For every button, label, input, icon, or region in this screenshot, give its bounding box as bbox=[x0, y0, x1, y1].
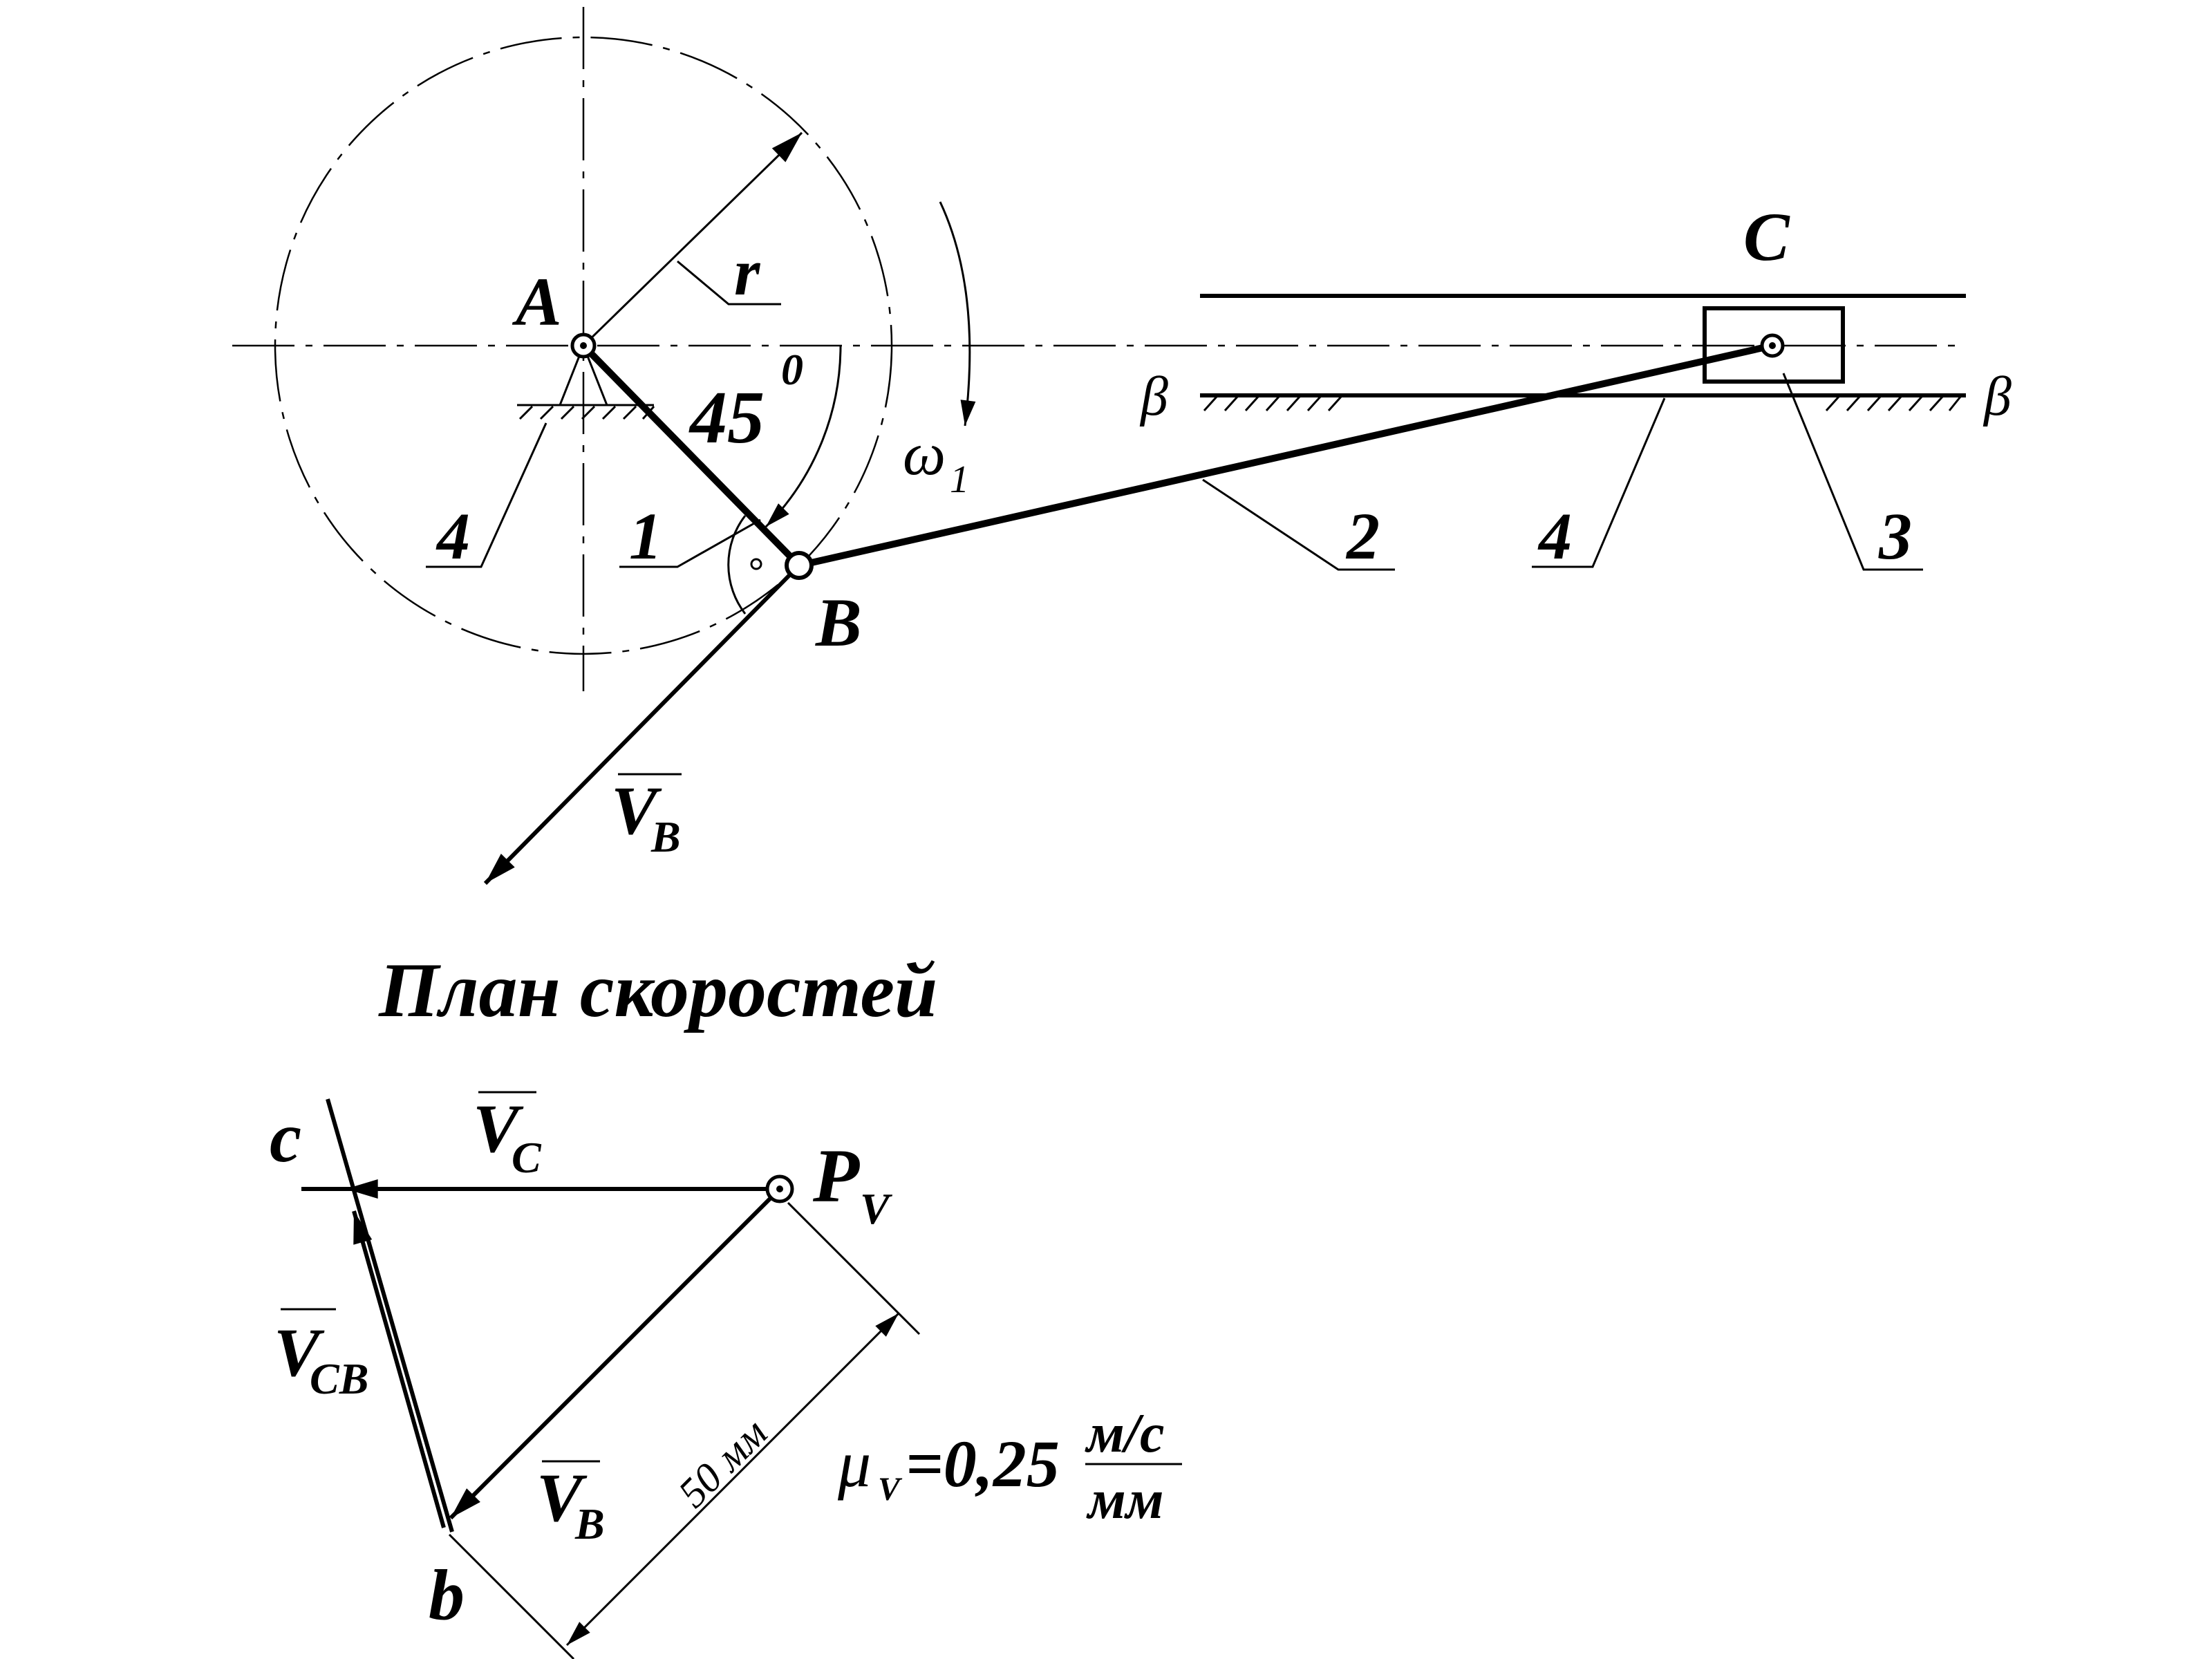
velocity-plan: V C V CB V B P V c b 50 мм μ V =0,25 м/с bbox=[270, 1090, 1182, 1659]
frame-right-leader bbox=[1532, 397, 1666, 568]
rod-leader bbox=[1202, 478, 1395, 571]
scale-value: =0,25 bbox=[906, 1427, 1060, 1501]
frame-left-label: 4 bbox=[435, 499, 470, 573]
beta-left: β bbox=[1139, 366, 1168, 427]
omega-subscript: 1 bbox=[950, 458, 969, 501]
omega-arrow bbox=[939, 201, 976, 427]
vb-subscript: B bbox=[650, 812, 681, 861]
omega-symbol: ω bbox=[903, 421, 946, 488]
dimension-extension-bottom bbox=[448, 1533, 575, 1659]
scale-denominator: мм bbox=[1086, 1470, 1164, 1530]
crank-ab bbox=[581, 343, 802, 568]
joint-b bbox=[785, 551, 814, 580]
guide-hatching-right bbox=[1825, 395, 1962, 412]
right-angle-arc bbox=[727, 515, 747, 615]
radius-r-label: r bbox=[734, 235, 761, 309]
slider-label: 3 bbox=[1878, 499, 1912, 573]
mechanism: r 4 A 45 0 1 ω 1 bbox=[232, 7, 2012, 885]
frame-left-leader bbox=[426, 422, 547, 568]
connecting-rod-bc bbox=[798, 342, 1774, 569]
rod-label: 2 bbox=[1345, 499, 1380, 573]
radius-r-arrow bbox=[582, 131, 803, 347]
angle-45-label: 45 bbox=[688, 377, 765, 459]
vb-vector bbox=[483, 563, 801, 885]
beta-right: β bbox=[1983, 366, 2012, 427]
vb-plan-subscript: B bbox=[574, 1499, 605, 1548]
vcb-subscript: CB bbox=[310, 1354, 368, 1403]
velocity-plan-title: План скоростей bbox=[378, 948, 937, 1033]
point-c-plan-label: c bbox=[270, 1098, 301, 1177]
point-c-label: C bbox=[1743, 198, 1790, 275]
frame-right-label: 4 bbox=[1537, 499, 1572, 573]
angle-45-arc bbox=[765, 345, 842, 528]
slider-leader bbox=[1782, 373, 1923, 571]
point-b-label: B bbox=[815, 584, 862, 661]
right-angle-dot bbox=[750, 558, 762, 570]
point-b-plan-label: b bbox=[429, 1555, 465, 1635]
pole-label: P bbox=[812, 1134, 860, 1218]
cb-direction-line bbox=[326, 1098, 454, 1533]
vc-subscript: C bbox=[512, 1133, 542, 1182]
vb-label: V bbox=[611, 772, 662, 849]
vcb-vector bbox=[352, 1210, 446, 1528]
slider-block bbox=[1703, 306, 1845, 384]
crank-label: 1 bbox=[629, 499, 662, 573]
point-a-label: A bbox=[512, 263, 562, 340]
angle-degree-superscript: 0 bbox=[781, 345, 803, 394]
dimension-line bbox=[565, 1312, 900, 1647]
pole-subscript: V bbox=[860, 1184, 893, 1233]
dimension-label: 50 мм bbox=[670, 1409, 776, 1516]
scale-subscript: V bbox=[878, 1471, 903, 1508]
dimension-extension-top bbox=[787, 1201, 921, 1335]
scale-numerator: м/с bbox=[1085, 1403, 1165, 1464]
vc-label: V bbox=[473, 1090, 524, 1167]
vcb-label: V bbox=[274, 1314, 325, 1391]
radius-r-leader bbox=[677, 260, 781, 306]
scale-symbol: μ bbox=[837, 1427, 871, 1501]
scale-label: μ V =0,25 м/с мм bbox=[837, 1403, 1182, 1530]
guide-hatching-left bbox=[1203, 395, 1342, 412]
